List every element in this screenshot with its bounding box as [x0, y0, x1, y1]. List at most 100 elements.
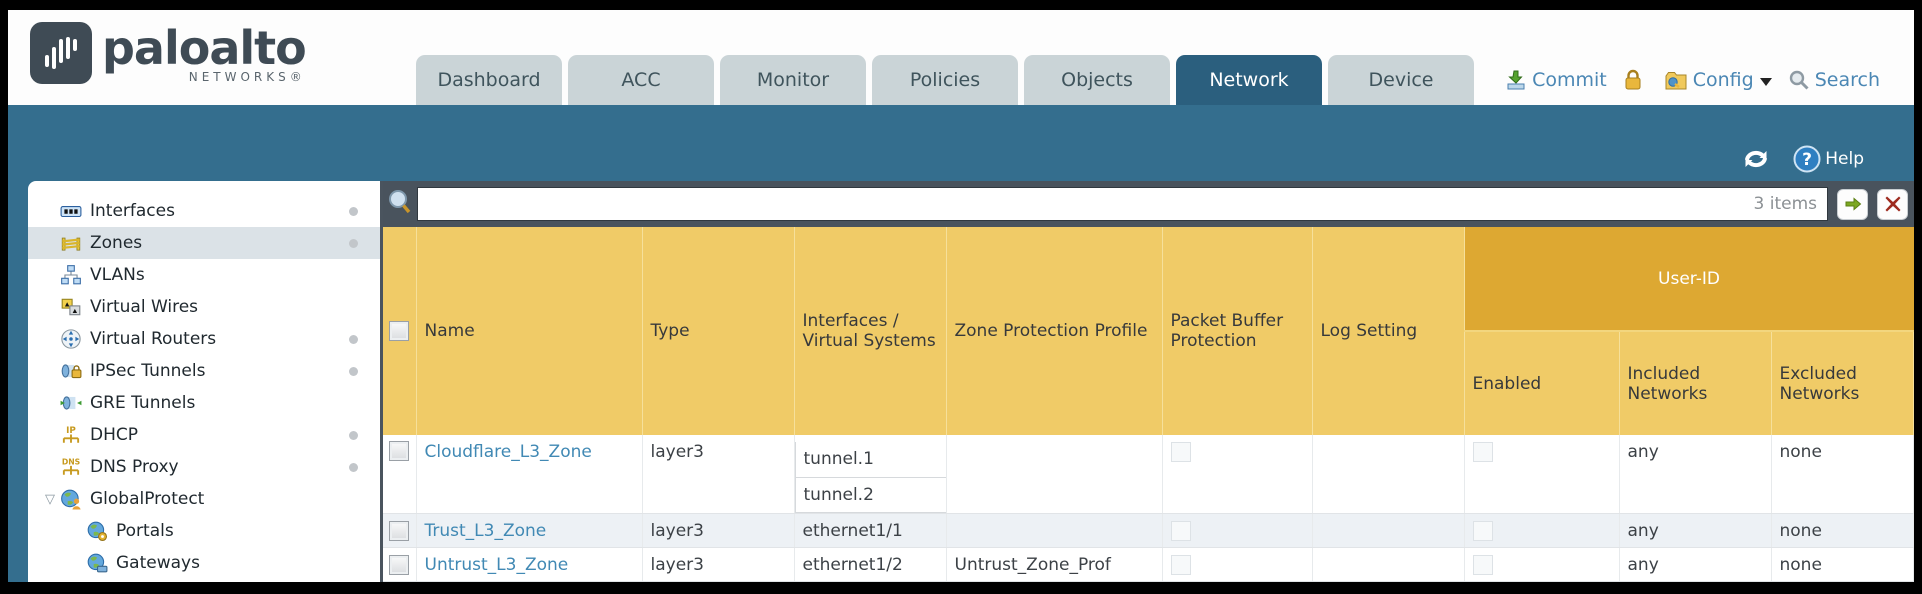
interface-value: ethernet1/1	[794, 513, 947, 548]
packet-buffer-protection-checkbox[interactable]	[1170, 442, 1191, 462]
user-id-enabled-checkbox[interactable]	[1472, 520, 1493, 541]
user-id-enabled-checkbox[interactable]	[1472, 442, 1493, 462]
lock-button[interactable]	[1623, 69, 1648, 91]
virtual-wires-icon	[61, 298, 81, 316]
select-all-checkbox[interactable]	[389, 321, 409, 341]
filter-toolbar: 3 items	[383, 181, 1914, 227]
sidebar-item-zones[interactable]: Zones	[28, 227, 380, 259]
sidebar-item-interfaces[interactable]: Interfaces	[28, 195, 380, 227]
refresh-icon[interactable]	[1741, 146, 1771, 172]
svg-text:DNS: DNS	[62, 457, 80, 466]
teal-band: ? Help	[8, 105, 1914, 181]
config-icon	[1664, 69, 1688, 91]
tab-dashboard[interactable]: Dashboard	[416, 55, 562, 105]
sidebar-item-portals[interactable]: Portals	[28, 515, 380, 547]
portals-icon	[87, 521, 108, 542]
gateways-icon	[87, 553, 108, 573]
help-label[interactable]: Help	[1825, 149, 1864, 169]
filter-input[interactable]	[418, 189, 1754, 219]
dhcp-icon: IP	[62, 426, 80, 443]
status-dot	[349, 462, 358, 472]
packet-buffer-protection-checkbox[interactable]	[1170, 554, 1191, 575]
row-checkbox[interactable]	[389, 520, 409, 541]
packet-buffer-protection-checkbox[interactable]	[1170, 520, 1191, 541]
col-header-excluded-networks[interactable]: Excluded Networks	[1771, 331, 1914, 435]
zones-icon	[61, 237, 81, 251]
expand-triangle-icon[interactable]: ▽	[45, 491, 55, 507]
col-header-log-setting[interactable]: Log Setting	[1312, 227, 1465, 435]
sidebar-item-virtual-routers[interactable]: Virtual Routers	[28, 323, 380, 355]
row-checkbox[interactable]	[389, 554, 409, 575]
tab-acc[interactable]: ACC	[568, 55, 714, 105]
user-id-enabled-checkbox[interactable]	[1472, 554, 1493, 575]
header-select-all	[383, 227, 417, 435]
zones-table: Name Type Interfaces / Virtual Systems Z…	[383, 227, 1914, 582]
table-row-trust: Trust_L3_Zone layer3 ethernet1/1 any non…	[383, 513, 1914, 548]
col-header-zone-protection-profile[interactable]: Zone Protection Profile	[946, 227, 1163, 435]
zone-name-link[interactable]: Cloudflare_L3_Zone	[424, 442, 592, 462]
paloalto-logo: paloalto NETWORKS®	[30, 22, 307, 84]
col-group-user-id: User-ID	[1464, 227, 1914, 332]
apply-filter-button[interactable]	[1837, 188, 1868, 220]
filter-search-icon	[387, 188, 413, 220]
table-row-untrust: Untrust_L3_Zone layer3 ethernet1/2 Untru…	[383, 547, 1914, 582]
top-header: paloalto NETWORKS® Dashboard ACC Monitor…	[8, 10, 1914, 105]
sidebar-item-gateways[interactable]: Gateways	[28, 547, 380, 579]
status-dot	[349, 430, 358, 440]
interface-value: tunnel.2	[795, 477, 945, 512]
tab-network[interactable]: Network	[1176, 55, 1322, 105]
interface-value: ethernet1/2	[794, 547, 947, 582]
tab-objects[interactable]: Objects	[1024, 55, 1170, 105]
globalprotect-icon	[61, 489, 81, 510]
sidebar-item-gre-tunnels[interactable]: GRE Tunnels	[28, 387, 380, 419]
svg-text:IP: IP	[66, 426, 76, 436]
col-header-interfaces[interactable]: Interfaces / Virtual Systems	[794, 227, 947, 435]
status-dot	[349, 366, 358, 376]
sidebar-item-globalprotect[interactable]: ▽ GlobalProtect	[28, 483, 380, 515]
item-count-label: 3 items	[1753, 194, 1817, 214]
sidebar-item-dhcp[interactable]: IP DHCP	[28, 419, 380, 451]
lock-icon	[1623, 69, 1643, 91]
filter-field-wrap: 3 items	[417, 187, 1828, 221]
sidebar-item-vlans[interactable]: VLANs	[28, 259, 380, 291]
col-header-name[interactable]: Name	[416, 227, 643, 435]
network-sidebar: Interfaces Zones	[28, 181, 380, 582]
table-row-cloudflare: Cloudflare_L3_Zone layer3 tunnel.1 tunne…	[383, 435, 1914, 514]
col-header-packet-buffer-protection[interactable]: Packet Buffer Protection	[1162, 227, 1313, 435]
help-icon[interactable]: ?	[1793, 145, 1821, 173]
gre-tunnels-icon	[60, 396, 82, 410]
zone-name-link[interactable]: Untrust_L3_Zone	[424, 554, 569, 575]
caret-down-icon	[1759, 77, 1772, 86]
status-dot	[349, 238, 358, 248]
paloalto-logo-icon	[30, 22, 92, 84]
brand-sub: NETWORKS®	[188, 70, 306, 84]
status-dot	[349, 334, 358, 344]
search-button[interactable]: Search	[1788, 69, 1880, 91]
commit-button[interactable]: Commit	[1505, 69, 1607, 91]
col-header-included-networks[interactable]: Included Networks	[1619, 331, 1772, 435]
zone-name-link[interactable]: Trust_L3_Zone	[424, 520, 547, 541]
commit-icon	[1505, 69, 1527, 91]
dns-proxy-icon: DNS	[62, 457, 80, 475]
col-header-type[interactable]: Type	[642, 227, 795, 435]
clear-filter-button[interactable]	[1877, 188, 1908, 220]
virtual-routers-icon	[61, 329, 81, 349]
row-checkbox[interactable]	[389, 441, 409, 461]
config-dropdown[interactable]: Config	[1664, 69, 1772, 91]
app-window: paloalto NETWORKS® Dashboard ACC Monitor…	[8, 10, 1914, 582]
sidebar-item-virtual-wires[interactable]: Virtual Wires	[28, 291, 380, 323]
tab-monitor[interactable]: Monitor	[720, 55, 866, 105]
tab-policies[interactable]: Policies	[872, 55, 1018, 105]
green-arrow-icon	[1845, 197, 1861, 211]
search-icon	[1788, 69, 1810, 91]
status-dot	[349, 206, 358, 216]
ipsec-tunnels-icon	[61, 364, 82, 379]
col-header-enabled[interactable]: Enabled	[1464, 331, 1620, 435]
interfaces-icon	[60, 206, 82, 218]
sidebar-item-dns-proxy[interactable]: DNS DNS Proxy	[28, 451, 380, 483]
zones-content-pane: 3 items	[383, 181, 1914, 582]
tab-device[interactable]: Device	[1328, 55, 1474, 105]
header-actions: Commit Config	[1489, 69, 1880, 91]
sidebar-item-ipsec-tunnels[interactable]: IPSec Tunnels	[28, 355, 380, 387]
pane-splitter[interactable]	[380, 181, 383, 582]
